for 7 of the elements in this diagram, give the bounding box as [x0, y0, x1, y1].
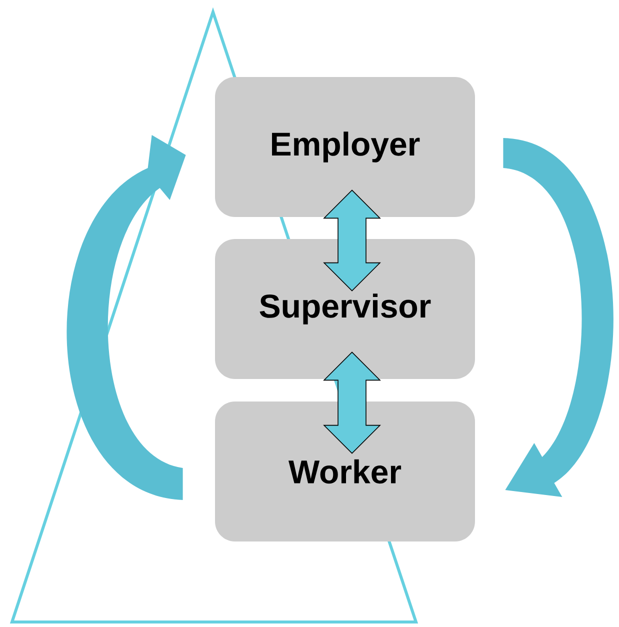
curved-arrow [503, 138, 614, 497]
rounded-box: Supervisor [215, 239, 475, 379]
rounded-box: Worker [215, 402, 475, 542]
rounded-box: Employer [215, 77, 475, 217]
curved-arrow [67, 135, 186, 500]
double-arrow [323, 190, 381, 292]
double-arrow [323, 352, 381, 454]
